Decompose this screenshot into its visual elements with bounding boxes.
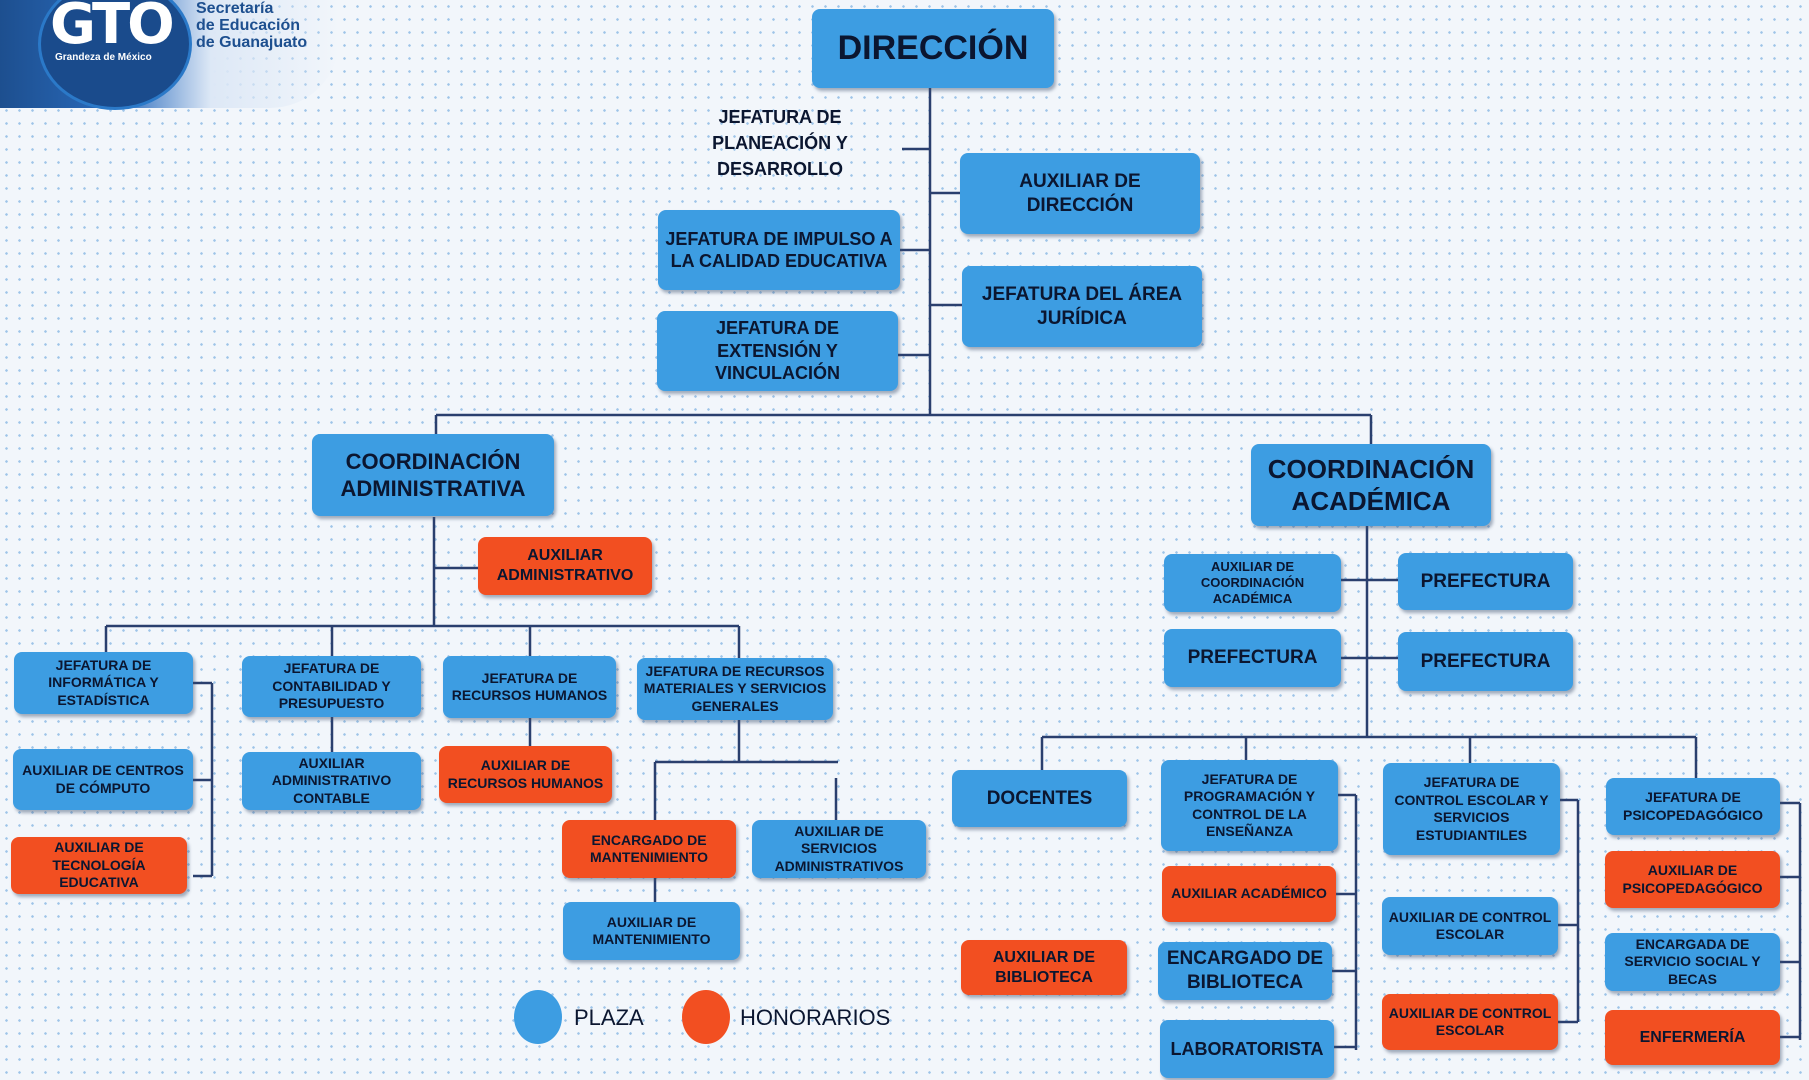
node-programacion: JEFATURA DE PROGRAMACIÓN Y CONTROL DE LA… [1161, 760, 1338, 851]
node-aux-biblioteca: AUXILIAR DE BIBLIOTECA [961, 940, 1127, 995]
node-psicopedagogico: JEFATURA DE PSICOPEDAGÓGICO [1606, 778, 1780, 835]
logo-org-line2: de Educación [196, 17, 301, 34]
logo-mark: GTO [50, 0, 175, 57]
node-aux-rh: AUXILIAR DE RECURSOS HUMANOS [439, 746, 612, 803]
logo-org-line3: de Guanajuato [196, 34, 308, 51]
node-laboratorista: LABORATORISTA [1160, 1020, 1334, 1078]
node-prefectura-3: PREFECTURA [1398, 632, 1573, 691]
node-docentes: DOCENTES [952, 770, 1127, 827]
logo-org-line1: Secretaría [196, 0, 274, 17]
node-aux-academico: AUXILIAR ACADÉMICO [1162, 866, 1336, 922]
node-prefectura-1: PREFECTURA [1398, 553, 1573, 610]
legend-plaza-label: PLAZA [574, 1005, 644, 1030]
node-rh: JEFATURA DE RECURSOS HUMANOS [443, 656, 616, 718]
node-servicio-social: ENCARGADA DE SERVICIO SOCIAL Y BECAS [1605, 933, 1780, 991]
node-extension: JEFATURA DE EXTENSIÓN Y VINCULACIÓN [657, 311, 898, 391]
logo-badge [38, 0, 192, 110]
node-juridica: JEFATURA DEL ÁREA JURÍDICA [962, 266, 1202, 347]
node-aux-coord-acad: AUXILIAR DE COORDINACIÓN ACADÉMICA [1164, 554, 1341, 612]
node-aux-psico: AUXILIAR DE PSICOPEDAGÓGICO [1605, 851, 1780, 908]
node-direccion: DIRECCIÓN [812, 9, 1054, 88]
logo: GTO Grandeza de México Secretaría de Edu… [0, 0, 340, 110]
node-aux-direccion: AUXILIAR DE DIRECCIÓN [960, 153, 1200, 234]
node-tecnologia: AUXILIAR DE TECNOLOGÍA EDUCATIVA [11, 837, 187, 894]
node-prefectura-2: PREFECTURA [1164, 629, 1341, 687]
node-aux-control-2: AUXILIAR DE CONTROL ESCOLAR [1382, 994, 1558, 1050]
node-coord-acad: COORDINACIÓN ACADÉMICA [1251, 444, 1491, 526]
node-aux-servicios: AUXILIAR DE SERVICIOS ADMINISTRATIVOS [752, 820, 926, 878]
node-recursos-materiales: JEFATURA DE RECURSOS MATERIALES Y SERVIC… [637, 658, 833, 720]
logo-tagline: Grandeza de México [55, 52, 152, 63]
node-aux-admin: AUXILIAR ADMINISTRATIVO [478, 537, 652, 595]
logo-org-name: Secretaría de Educación de Guanajuato [196, 0, 336, 51]
node-impulso: JEFATURA DE IMPULSO A LA CALIDAD EDUCATI… [658, 210, 900, 290]
node-centros-computo: AUXILIAR DE CENTROS DE CÓMPUTO [13, 749, 193, 810]
node-planeacion: JEFATURA DE PLANEACIÓN Y DESARROLLO [712, 107, 848, 180]
node-aux-contable: AUXILIAR ADMINISTRATIVO CONTABLE [242, 752, 421, 810]
node-informatica: JEFATURA DE INFORMÁTICA Y ESTADÍSTICA [14, 652, 193, 714]
node-enc-biblioteca: ENCARGADO DE BIBLIOTECA [1158, 942, 1332, 1000]
node-contabilidad: JEFATURA DE CONTABILIDAD Y PRESUPUESTO [242, 656, 421, 717]
legend-plaza-swatch [514, 990, 562, 1044]
node-enc-mantenimiento: ENCARGADO DE MANTENIMIENTO [562, 820, 736, 878]
node-coord-admin: COORDINACIÓN ADMINISTRATIVA [312, 434, 554, 516]
node-aux-mantenimiento: AUXILIAR DE MANTENIMIENTO [563, 902, 740, 960]
node-control-escolar: JEFATURA DE CONTROL ESCOLAR Y SERVICIOS … [1383, 763, 1560, 855]
node-enfermeria: ENFERMERÍA [1605, 1010, 1780, 1065]
legend-honorarios-label: HONORARIOS [740, 1005, 891, 1030]
legend-honorarios-swatch [682, 990, 730, 1044]
node-aux-control-1: AUXILIAR DE CONTROL ESCOLAR [1382, 897, 1558, 955]
